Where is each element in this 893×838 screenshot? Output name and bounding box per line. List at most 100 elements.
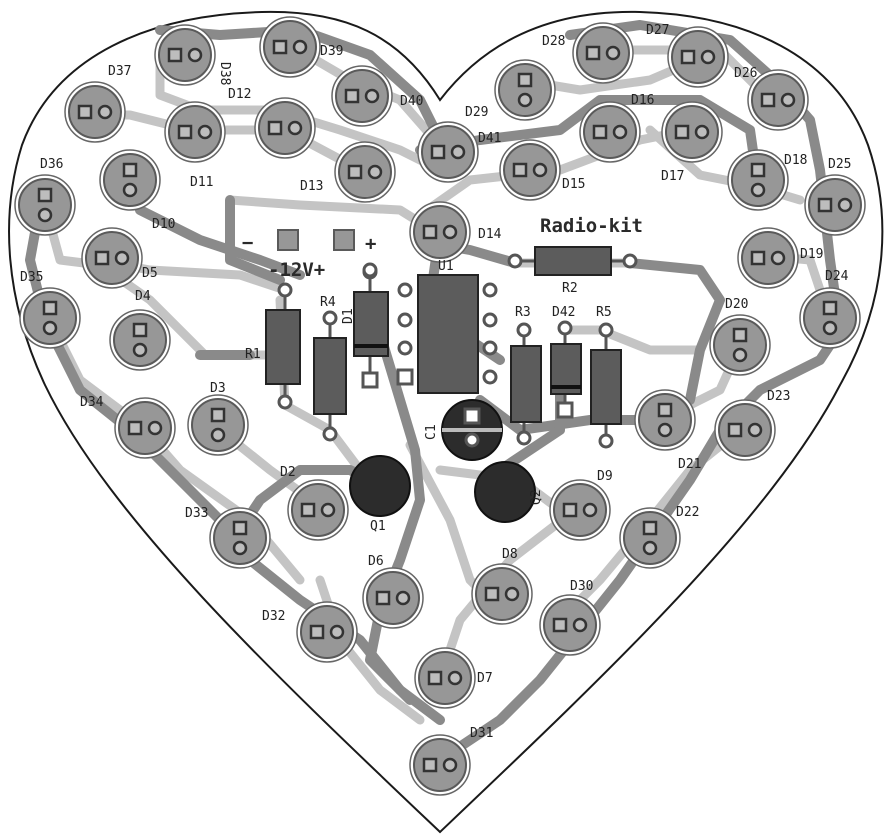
led-d9: D9 [549,469,613,541]
led-label-d24: D24 [825,269,849,284]
led-d32: D32 [262,601,358,663]
led-d28: D28 [542,22,634,84]
resistor-label-r1: R1 [245,347,261,362]
led-d13: D13 [300,141,396,203]
led-label-d11: D11 [190,175,213,190]
led-d16: D16 [579,93,654,163]
led-label-d4: D4 [135,289,151,304]
led-label-d23: D23 [767,389,790,404]
capacitor-label: C1 [424,424,439,440]
diode-label-d1: D1 [341,308,356,324]
led-label-d22: D22 [676,505,699,520]
led-label-d6: D6 [368,554,384,569]
led-label-d25: D25 [828,157,851,172]
led-d37: D37 [64,64,131,143]
led-label-d12: D12 [228,87,251,102]
power-pad-plus [333,229,355,251]
led-d26: D26 [734,66,809,131]
led-label-d35: D35 [20,270,43,285]
led-d5: D5 [81,227,158,289]
led-label-d38: D38 [217,62,232,85]
resistor-r5: R5 [590,305,622,441]
led-d25: D25 [804,157,866,236]
diode-d1: D1 [341,272,389,380]
transistor-label-q2: Q2 [529,489,544,505]
led-label-d20: D20 [725,297,748,312]
resistor-label-r2: R2 [562,281,578,296]
led-d14: D14 [409,201,502,263]
transistor-label-q1: Q1 [370,519,386,534]
led-label-d15: D15 [562,177,585,192]
ic-label: U1 [438,259,454,274]
power-connector: − + -12V+ [242,229,376,281]
led-label-d28: D28 [542,34,565,49]
led-label-d9: D9 [597,469,613,484]
led-d6: D6 [362,554,424,629]
led-label-d32: D32 [262,609,285,624]
ic-u1: U1 [417,259,479,394]
led-d19: D19 [737,227,823,289]
resistor-r2: R2 [515,246,630,296]
led-d23: D23 [714,389,790,461]
led-label-d40: D40 [400,94,423,109]
led-label-d7: D7 [477,671,493,686]
power-label: -12V+ [268,259,325,281]
transistor-q2: Q2 [474,461,544,523]
led-label-d19: D19 [800,247,823,262]
led-label-d37: D37 [108,64,131,79]
led-d18: D18 [727,149,807,211]
resistor-label-r4: R4 [320,295,336,310]
led-label-d34: D34 [80,395,104,410]
led-label-d17: D17 [661,169,684,184]
minus-sign: − [242,232,253,254]
diode-label-d42: D42 [552,305,575,320]
led-d20: D20 [709,297,771,376]
led-d10: D10 [99,149,175,232]
diode-d42: D42 [550,305,582,410]
led-d7: D7 [414,647,493,709]
led-label-d33: D33 [185,506,208,521]
led-d2: D2 [280,465,349,541]
led-label-d29: D29 [465,105,488,120]
led-d4: D4 [109,289,171,371]
led-d41: D41 [417,121,501,183]
led-label-d2: D2 [280,465,296,480]
led-label-d10: D10 [152,217,175,232]
led-d22: D22 [619,505,699,569]
led-label-d8: D8 [502,547,518,562]
led-label-d41: D41 [478,131,501,146]
led-d35: D35 [19,270,81,349]
led-d12: D12 [228,87,316,159]
led-d3: D3 [187,381,249,456]
led-d39: D39 [259,16,343,78]
led-d27: D27 [646,23,729,88]
led-d36: D36 [14,157,76,236]
led-label-d3: D3 [210,381,226,396]
led-label-d30: D30 [570,579,593,594]
led-label-d16: D16 [631,93,654,108]
led-d24: D24 [799,269,861,349]
led-label-d5: D5 [142,266,158,281]
resistor-r3: R3 [510,305,542,438]
resistor-r1: R1 [245,290,301,402]
led-d30: D30 [539,579,601,656]
led-d8: D8 [471,547,533,625]
plus-sign: + [365,233,376,255]
led-label-d39: D39 [320,44,343,59]
led-d21: D21 [634,389,701,472]
led-label-d14: D14 [478,227,502,242]
led-d11: D11 [164,101,226,190]
led-label-d21: D21 [678,457,701,472]
led-label-d13: D13 [300,179,323,194]
led-d29: D29 [465,59,556,121]
led-d33: D33 [185,506,271,569]
resistor-r4: R4 [313,295,347,434]
led-d34: D34 [80,395,176,459]
led-label-d36: D36 [40,157,63,172]
led-label-d18: D18 [784,153,807,168]
capacitor-c1: C1 [424,399,503,461]
resistor-label-r5: R5 [596,305,612,320]
